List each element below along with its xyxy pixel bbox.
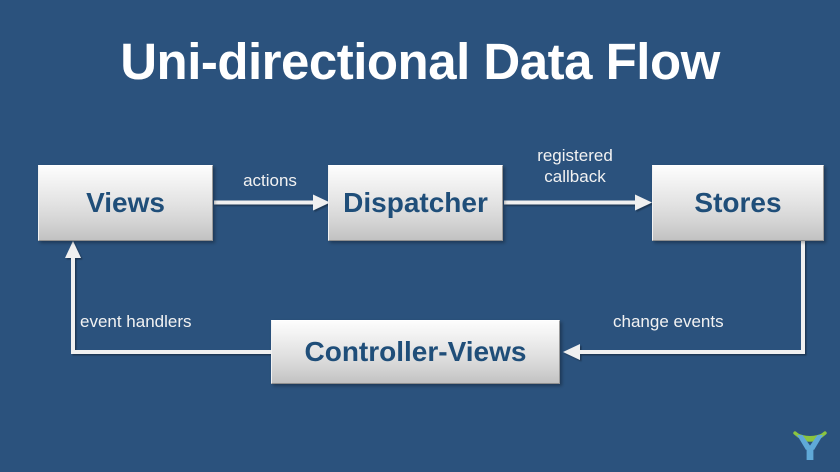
node-views[interactable]: Views xyxy=(38,165,213,241)
edge-label-change-events: change events xyxy=(613,312,724,331)
person-arc-logo xyxy=(793,431,827,460)
edge-label-registered-callback: registered callback xyxy=(537,146,613,186)
arrow-views-to-dispatcher xyxy=(214,194,330,211)
page-title: Uni-directional Data Flow xyxy=(120,33,720,90)
node-dispatcher[interactable]: Dispatcher xyxy=(328,165,503,241)
edge-label-actions: actions xyxy=(243,171,297,190)
arrow-dispatcher-to-stores xyxy=(504,194,652,211)
node-stores[interactable]: Stores xyxy=(652,165,824,241)
node-controller-views[interactable]: Controller-Views xyxy=(271,320,560,384)
arrow-stores-to-controller-views xyxy=(563,241,805,360)
arrow-controller-views-to-views xyxy=(65,241,272,354)
edge-label-event-handlers: event handlers xyxy=(80,312,192,331)
